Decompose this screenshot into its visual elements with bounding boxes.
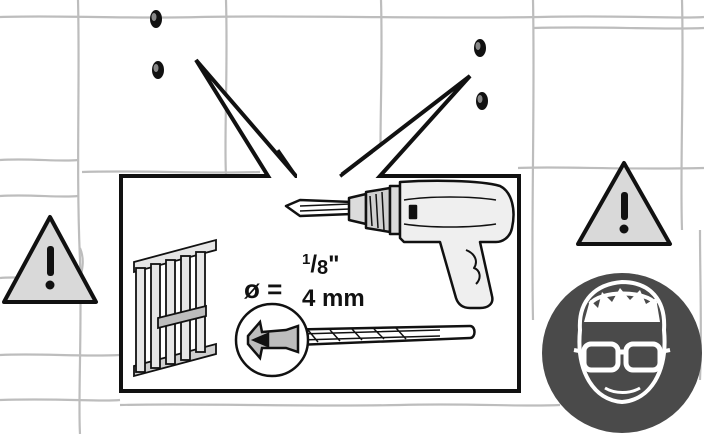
fraction-numerator: 1 [302, 251, 311, 268]
warning-triangle-icon [576, 161, 672, 246]
diameter-label: ø = [244, 274, 283, 304]
bit-size-imperial: 1/8" [302, 251, 340, 279]
fraction-denominator: 8 [317, 257, 329, 279]
wall-dowel-hole-icon [150, 10, 488, 110]
drill-icon [284, 179, 515, 310]
drill-bit-icon [234, 302, 476, 378]
warning-triangle-icon [2, 215, 98, 304]
inch-unit: " [328, 251, 340, 278]
railing-icon [133, 238, 217, 378]
callout-box [119, 58, 521, 393]
safety-goggles-icon [542, 273, 702, 433]
bit-size-metric: 4 mm [302, 285, 365, 312]
